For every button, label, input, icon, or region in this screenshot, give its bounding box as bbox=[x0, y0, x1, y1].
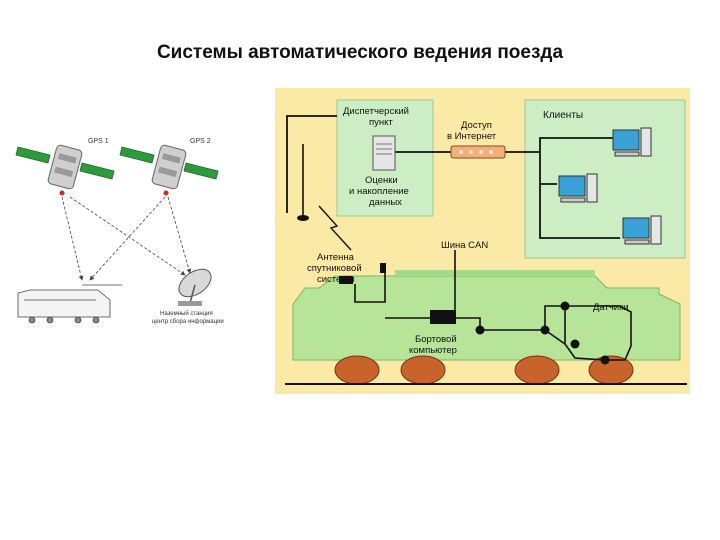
dispatch-label-line2: пункт bbox=[369, 117, 393, 128]
link-lines bbox=[61, 196, 192, 281]
onboard-computer-icon bbox=[430, 310, 456, 324]
evaluation-label-line3: данных bbox=[369, 197, 402, 208]
ground-station-dish-icon bbox=[178, 268, 212, 306]
sensors-label: Датчики bbox=[593, 302, 629, 313]
client-computer-3-icon bbox=[622, 215, 662, 245]
antenna-label-line1: Антенна bbox=[317, 252, 355, 263]
antenna-icon bbox=[297, 144, 352, 251]
satellite-diagram: GPS 1 GPS 2 Наземный станция центр сбора… bbox=[15, 138, 224, 325]
locomotive-wheels bbox=[334, 355, 634, 385]
train-control-diagram: Диспетчерский пункт Доступ в Интернет Кл… bbox=[275, 88, 690, 394]
satellite-2-label: GPS 2 bbox=[190, 138, 211, 145]
evaluation-label-line1: Оценки bbox=[365, 175, 398, 186]
ground-station-label-line1: Наземный станция bbox=[160, 310, 213, 317]
satellite-2-icon bbox=[119, 144, 219, 196]
sensor-nodes bbox=[475, 301, 610, 365]
onboard-computer-label-line2: компьютер bbox=[409, 345, 457, 356]
antenna-connector-icon bbox=[339, 276, 353, 284]
clients-label: Клиенты bbox=[543, 110, 583, 121]
satellite-1-icon bbox=[15, 144, 115, 196]
dispatch-label-line1: Диспетчерский bbox=[343, 106, 409, 117]
train-icon bbox=[17, 284, 122, 324]
satellite-1-label: GPS 1 bbox=[88, 138, 109, 145]
internet-label-line1: Доступ bbox=[461, 120, 492, 131]
onboard-computer-label-line1: Бортовой bbox=[415, 334, 457, 345]
client-computer-1-icon bbox=[612, 127, 652, 157]
can-bus-label: Шина CAN bbox=[441, 240, 488, 251]
internet-router-icon bbox=[450, 145, 506, 159]
slide-title: Системы автоматического ведения поезда bbox=[156, 42, 564, 63]
clients-box bbox=[524, 99, 686, 259]
antenna-label-line2: спутниковой bbox=[307, 263, 362, 274]
evaluation-label-line2: и накопление bbox=[349, 186, 409, 197]
can-connector-icon bbox=[380, 263, 386, 273]
antenna-label-line3: системы bbox=[317, 274, 355, 285]
internet-label-line2: в Интернет bbox=[447, 131, 497, 142]
ground-station-label-line2: центр сбора информации bbox=[152, 319, 224, 325]
server-icon bbox=[372, 135, 396, 171]
client-computer-2-icon bbox=[558, 173, 598, 203]
